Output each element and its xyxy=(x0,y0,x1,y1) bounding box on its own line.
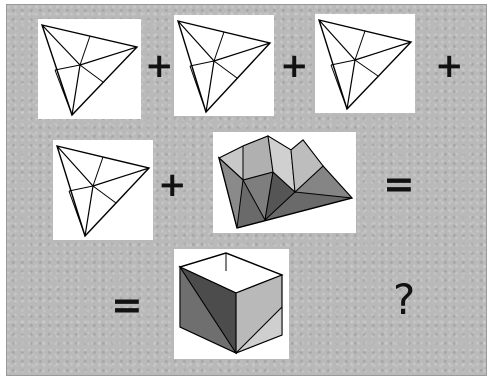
pyramid-tile-4 xyxy=(53,140,153,240)
assembled-pyramids-shape-icon xyxy=(217,135,354,229)
plus-operator-2: + xyxy=(280,46,309,86)
triangular-pyramid-icon xyxy=(176,20,272,114)
pyramid-tile-3 xyxy=(315,14,415,113)
plus-operator-4: + xyxy=(158,165,187,205)
triangular-pyramid-icon xyxy=(40,24,139,117)
triangular-pyramid-icon xyxy=(55,145,151,238)
puzzle-canvas: + + + xyxy=(6,4,487,376)
pyramid-tile-1 xyxy=(38,19,141,119)
open-cube-box-icon xyxy=(178,252,284,355)
assembled-shape-tile xyxy=(213,132,356,233)
question-mark: ? xyxy=(393,275,416,324)
triangular-pyramid-icon xyxy=(317,19,413,111)
open-box-tile xyxy=(174,249,289,359)
equals-operator-2: = xyxy=(111,283,143,327)
plus-operator-1: + xyxy=(145,46,174,86)
pyramid-tile-2 xyxy=(174,15,274,116)
plus-operator-3: + xyxy=(435,46,464,86)
equals-operator-1: = xyxy=(383,162,415,206)
